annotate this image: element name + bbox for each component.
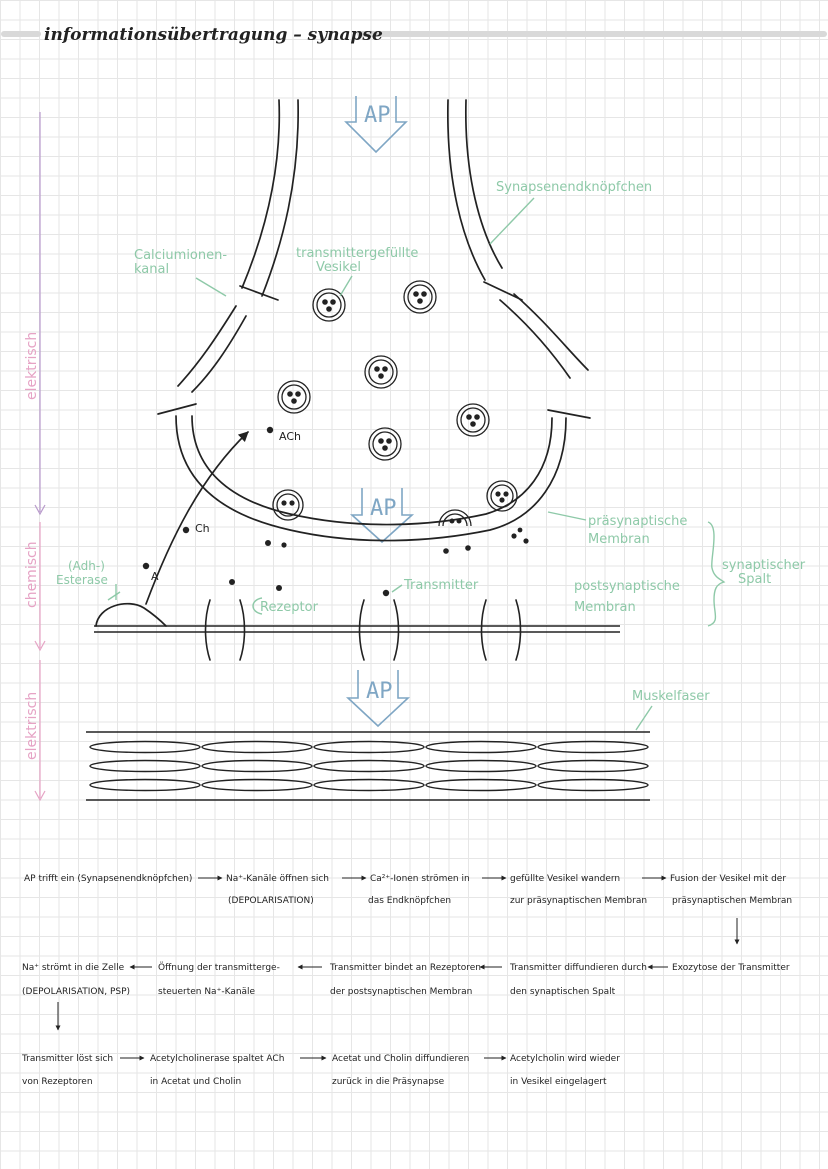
label-postsyn-2: Membran (574, 600, 636, 615)
transmitter-molecules: ACh Ch A (142, 426, 529, 597)
label-esterase-2: Esterase (56, 573, 108, 587)
receptor-channel (204, 599, 246, 661)
page-title: informationsübertragung – synapse (44, 25, 383, 45)
flow-step-sub: (DEPOLARISATION, PSP) (22, 987, 130, 997)
title-bar: informationsübertragung – synapse (1, 25, 827, 45)
label-rezeptor: Rezeptor (260, 600, 319, 615)
vesicle (312, 288, 346, 322)
postsynaptic-membrane (94, 599, 620, 661)
vesicle (272, 489, 304, 521)
label-synapsenendknoepfchen: Synapsenendknöpfchen (496, 180, 652, 195)
presynaptic-terminal (157, 99, 591, 542)
side-annotations: elektrisch chemisch elektrisch (24, 112, 46, 802)
flow-step-sub: den synaptischen Spalt (510, 987, 616, 997)
label-praesyn-2: Membran (588, 532, 650, 547)
label-vesikel-1: transmittergefüllte (296, 246, 418, 261)
vesicle (277, 380, 311, 414)
label-postsyn-1: postsynaptische (574, 579, 680, 594)
flow-step: Transmitter diffundieren durch (509, 963, 647, 973)
flow-step: Ca²⁺-Ionen strömen in (370, 874, 470, 884)
flow-step: gefüllte Vesikel wandern (510, 874, 620, 884)
flow-step-sub: das Endknöpfchen (368, 896, 451, 906)
flow-step: Acetat und Cholin diffundieren (332, 1054, 469, 1064)
flow-step-sub: in Vesikel eingelagert (510, 1077, 607, 1087)
flow-step: Transmitter löst sich (21, 1054, 113, 1064)
receptor-channel (358, 599, 400, 661)
ach-label: ACh (279, 430, 301, 443)
flow-step-sub: von Rezeptoren (22, 1077, 93, 1087)
svg-text:AP: AP (370, 496, 397, 521)
flow-step: Öffnung der transmitterge- (158, 962, 280, 973)
flow-step-sub: steuerten Na⁺-Kanäle (158, 987, 256, 997)
flow-step: AP trifft ein (Synapsenendknöpfchen) (24, 874, 192, 884)
vesicle (456, 403, 490, 437)
ap-arrow-middle: AP (349, 488, 415, 544)
flow-step: Fusion der Vesikel mit der (670, 874, 786, 884)
label-esterase-1: (Adh-) (68, 559, 105, 573)
side-label-elektrisch-bottom: elektrisch (24, 692, 40, 760)
label-spalt-1: synaptischer (722, 558, 806, 573)
vesicle (438, 509, 472, 527)
side-label-chemisch: chemisch (24, 541, 40, 608)
label-calcium-1: Calciumionen- (134, 248, 227, 263)
flow-step: Transmitter bindet an Rezeptoren (329, 963, 481, 973)
svg-text:AP: AP (366, 679, 393, 704)
flow-step-sub: (DEPOLARISATION) (228, 896, 314, 906)
label-praesyn-1: präsynaptische (588, 514, 687, 529)
flow-step-sub: zur präsynaptischen Membran (510, 896, 647, 906)
side-label-elektrisch-top: elektrisch (24, 332, 40, 400)
flow-step-sub: präsynaptischen Membran (672, 896, 792, 906)
esterase (95, 591, 167, 627)
receptor-channel (480, 599, 522, 661)
flow-step: Na⁺-Kanäle öffnen sich (226, 874, 329, 884)
vesicle (403, 280, 437, 314)
vesicle (368, 427, 402, 461)
reuptake-arrow (145, 431, 249, 605)
ap-arrow-bottom: AP (345, 670, 411, 728)
flow-chart: AP trifft ein (Synapsenendknöpfchen) Na⁺… (21, 874, 792, 1087)
flow-step: Acetylcholinerase spaltet ACh (150, 1054, 284, 1064)
vesicle (364, 355, 398, 389)
ap-arrow-top: AP (344, 96, 408, 154)
flow-step-sub: zurück in die Präsynapse (332, 1077, 445, 1087)
label-muskelfaser: Muskelfaser (632, 689, 710, 704)
flow-step: Exozytose der Transmitter (672, 963, 790, 973)
vesicle (486, 480, 518, 512)
diagram-labels: Synapsenendknöpfchen Calciumionen- kanal… (56, 180, 806, 731)
flow-step-sub: der postsynaptischen Membran (330, 987, 472, 997)
flow-step-sub: in Acetat und Cholin (150, 1077, 241, 1087)
flow-step: Acetylcholin wird wieder (510, 1054, 620, 1064)
flow-step: Na⁺ strömt in die Zelle (22, 963, 125, 973)
label-spalt-2: Spalt (738, 572, 771, 587)
vesicles (272, 280, 518, 527)
label-transmitter: Transmitter (403, 578, 479, 593)
a-label: A (151, 570, 159, 583)
svg-text:AP: AP (364, 103, 391, 128)
label-calcium-2: kanal (134, 262, 169, 277)
ch-label: Ch (195, 522, 210, 535)
label-vesikel-2: Vesikel (316, 260, 361, 275)
muscle-fiber (86, 731, 650, 801)
